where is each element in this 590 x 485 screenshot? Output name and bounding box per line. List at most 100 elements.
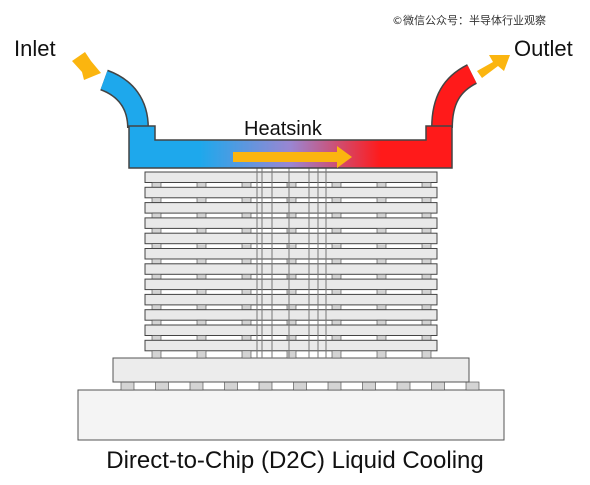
c4-bump bbox=[258, 381, 273, 391]
c4-bump bbox=[224, 381, 238, 391]
c4-bump bbox=[120, 381, 135, 391]
outlet-arrow bbox=[477, 55, 510, 78]
through-silicon-vias bbox=[256, 168, 327, 358]
micro-bump bbox=[196, 228, 207, 234]
micro-bump bbox=[331, 212, 342, 219]
micro-bump bbox=[196, 197, 207, 203]
micro-bump bbox=[151, 273, 162, 280]
micro-bump bbox=[421, 197, 432, 203]
inlet-label: Inlet bbox=[14, 36, 56, 61]
micro-bump bbox=[196, 335, 207, 341]
stack-die-layer bbox=[144, 324, 438, 336]
micro-bump bbox=[151, 258, 162, 265]
c4-bump bbox=[396, 381, 411, 391]
stack-die-layer bbox=[144, 339, 438, 352]
micro-bump bbox=[376, 335, 387, 341]
micro-bump bbox=[151, 289, 162, 295]
micro-bump bbox=[151, 350, 162, 359]
micro-bump bbox=[286, 289, 297, 295]
micro-bump bbox=[286, 319, 297, 326]
micro-bump bbox=[376, 289, 387, 295]
heatsink-cold-plate bbox=[128, 125, 453, 169]
stack-die-layer bbox=[144, 232, 438, 245]
micro-bump bbox=[241, 319, 252, 326]
micro-bump bbox=[331, 228, 342, 234]
micro-bump bbox=[196, 304, 207, 310]
micro-bump bbox=[151, 319, 162, 326]
micro-bump bbox=[376, 243, 387, 249]
micro-bump bbox=[241, 197, 252, 203]
micro-bump bbox=[421, 258, 432, 265]
micro-bump bbox=[196, 273, 207, 280]
micro-bump bbox=[331, 350, 342, 359]
micro-bump bbox=[196, 182, 207, 188]
stack-die-layer bbox=[144, 171, 438, 183]
micro-bump bbox=[151, 243, 162, 249]
micro-bump bbox=[241, 350, 252, 359]
c4-bump bbox=[465, 381, 480, 391]
micro-bump bbox=[286, 243, 297, 249]
stack-die-layer bbox=[144, 248, 438, 260]
micro-bump bbox=[421, 350, 432, 359]
micro-bump bbox=[286, 350, 297, 359]
micro-bump bbox=[331, 258, 342, 265]
micro-bump bbox=[376, 182, 387, 188]
flow-arrow bbox=[233, 146, 352, 168]
micro-bump bbox=[421, 304, 432, 310]
micro-bump bbox=[196, 350, 207, 359]
heatsink-label: Heatsink bbox=[244, 118, 322, 140]
micro-bump bbox=[286, 228, 297, 234]
micro-bump bbox=[331, 197, 342, 203]
micro-bump bbox=[151, 335, 162, 341]
micro-bump bbox=[151, 182, 162, 188]
micro-bump bbox=[376, 212, 387, 219]
micro-bump bbox=[241, 273, 252, 280]
micro-bump bbox=[286, 182, 297, 188]
stack-die-layer bbox=[144, 278, 438, 291]
micro-bump bbox=[286, 304, 297, 310]
outlet-label: Outlet bbox=[514, 36, 573, 61]
interposer bbox=[112, 357, 470, 383]
micro-bump bbox=[196, 212, 207, 219]
micro-bump bbox=[151, 197, 162, 203]
micro-bump bbox=[151, 304, 162, 310]
micro-bump bbox=[241, 335, 252, 341]
micro-bump bbox=[331, 243, 342, 249]
micro-bump bbox=[241, 243, 252, 249]
micro-bump bbox=[421, 319, 432, 326]
stack-die-layer bbox=[144, 202, 438, 214]
micro-bump bbox=[241, 258, 252, 265]
micro-bump bbox=[286, 258, 297, 265]
micro-bump bbox=[151, 228, 162, 234]
micro-bump bbox=[376, 273, 387, 280]
micro-bump bbox=[331, 304, 342, 310]
die-stack bbox=[144, 171, 438, 359]
micro-bump bbox=[196, 289, 207, 295]
stack-die-layer bbox=[144, 186, 438, 199]
micro-bump bbox=[421, 289, 432, 295]
micro-bump bbox=[331, 335, 342, 341]
micro-bump bbox=[376, 350, 387, 359]
micro-bump bbox=[196, 258, 207, 265]
micro-bump bbox=[376, 197, 387, 203]
c4-bump bbox=[293, 381, 307, 391]
micro-bump bbox=[376, 304, 387, 310]
micro-bump bbox=[376, 258, 387, 265]
micro-bump bbox=[421, 335, 432, 341]
micro-bump bbox=[376, 319, 387, 326]
c4-bump bbox=[189, 381, 204, 391]
micro-bump bbox=[286, 273, 297, 280]
micro-bump bbox=[331, 289, 342, 295]
micro-bump bbox=[241, 182, 252, 188]
stack-die-layer bbox=[144, 309, 438, 321]
micro-bump bbox=[421, 212, 432, 219]
micro-bump bbox=[241, 212, 252, 219]
micro-bump bbox=[151, 212, 162, 219]
micro-bump bbox=[241, 304, 252, 310]
micro-bump bbox=[331, 319, 342, 326]
micro-bump bbox=[196, 243, 207, 249]
micro-bump bbox=[286, 197, 297, 203]
micro-bump bbox=[421, 182, 432, 188]
inlet-arrow bbox=[72, 52, 101, 80]
